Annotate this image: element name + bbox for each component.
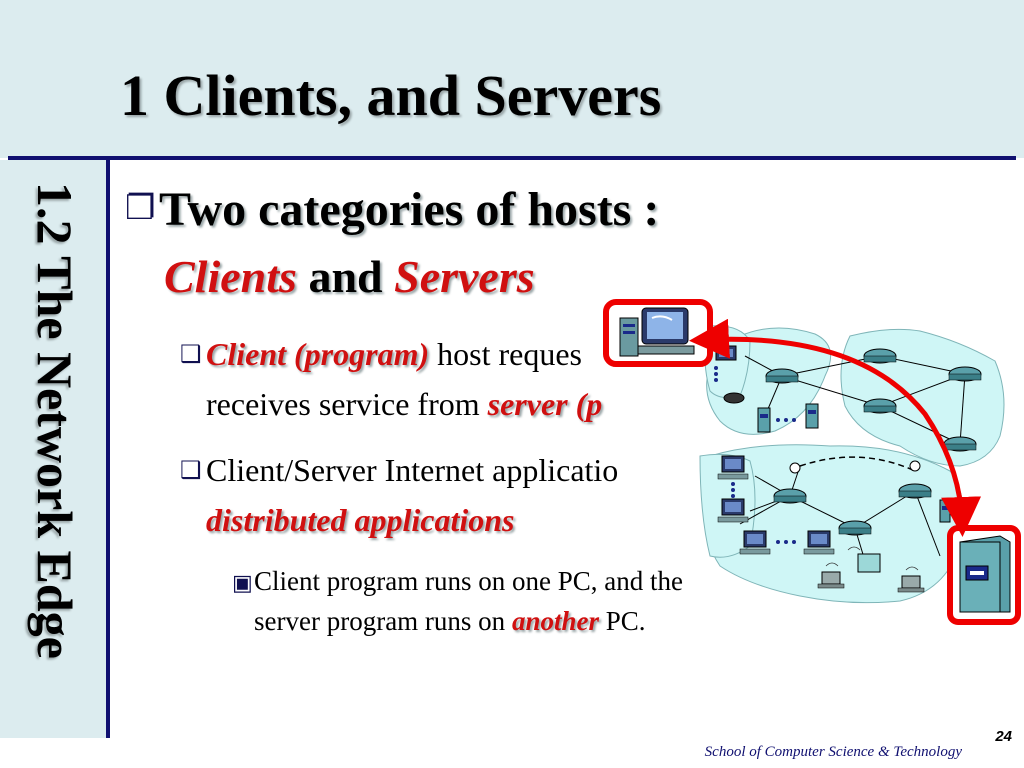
checkbox-bullet-icon: ❑ xyxy=(180,458,202,484)
bullet-sub1-text: host reques xyxy=(437,336,582,372)
laptop-icon xyxy=(897,575,925,593)
square-bullet-icon: ▣ xyxy=(232,570,253,595)
bullet-sub2-line2: distributed applications xyxy=(206,502,514,539)
laptop-icon xyxy=(817,571,845,589)
bullet-sub3-line2: server program runs on another PC. xyxy=(254,606,646,637)
ellipsis-dots xyxy=(776,418,796,422)
client-pc-icon xyxy=(603,299,713,367)
router-icon xyxy=(948,366,982,382)
desktop-computer-icon xyxy=(717,498,749,523)
server-program-term: server (p xyxy=(487,386,603,422)
header-band xyxy=(0,0,1024,158)
slide-title: 1 Clients, and Servers xyxy=(120,63,662,128)
server-tower-icon xyxy=(939,499,951,523)
distributed-applications-term: distributed applications xyxy=(206,502,515,538)
server-tower-icon xyxy=(757,407,771,433)
header-rule xyxy=(8,156,1016,160)
sidebar-rule xyxy=(106,158,110,738)
bullet-sub2: ❑Client/Server Internet applicatio xyxy=(180,452,618,489)
phone-icon xyxy=(723,392,745,404)
router-icon xyxy=(773,488,807,504)
bullet-sub3-line2-text: server program runs on xyxy=(254,606,506,636)
bullet-main-text: Two categories of hosts : xyxy=(159,183,660,236)
server-tower-icon xyxy=(947,525,1021,625)
desktop-computer-icon xyxy=(717,455,749,480)
desktop-computer-icon xyxy=(739,530,771,555)
router-icon xyxy=(943,436,977,452)
desktop-computer-icon xyxy=(803,530,835,555)
bullet-main-line2: Clients and Servers xyxy=(164,250,535,303)
bullet-sub2-text: Client/Server Internet applicatio xyxy=(206,452,619,488)
wireless-signal-icon xyxy=(825,546,919,571)
page-number: 24 xyxy=(995,728,1012,745)
bullet-sub3: ▣Client program runs on one PC, and the xyxy=(232,566,683,597)
router-icon xyxy=(838,520,872,536)
router-icon xyxy=(863,398,897,414)
sidebar-title: 1.2 The Network Edge xyxy=(27,182,83,659)
network-diagram xyxy=(603,299,1021,625)
bullet-main: ❐Two categories of hosts : xyxy=(125,182,659,237)
bullet-sub3-line2-end: PC. xyxy=(605,606,646,636)
clients-term: Clients xyxy=(164,251,297,302)
bullet-sub1-line2: receives service from server (p xyxy=(206,386,602,423)
bullet-sub1-line2-text: receives service from xyxy=(206,386,480,422)
server-tower-icon xyxy=(805,403,819,429)
servers-term: Servers xyxy=(394,251,535,302)
ellipsis-dots xyxy=(714,366,718,382)
router-icon xyxy=(863,348,897,364)
sidebar-band xyxy=(0,160,108,738)
router-icon xyxy=(898,483,932,499)
router-icon xyxy=(765,368,799,384)
checkbox-bullet-icon: ❐ xyxy=(125,190,156,227)
isp-cloud-2 xyxy=(840,328,1005,467)
desktop-computer-icon xyxy=(715,345,737,361)
another-term: another xyxy=(511,606,599,636)
and-word: and xyxy=(308,251,383,302)
bullet-sub3-text: Client program runs on one PC, and the xyxy=(254,566,683,596)
checkbox-bullet-icon: ❑ xyxy=(180,342,202,368)
footer-text: School of Computer Science & Technology xyxy=(704,744,962,760)
access-point-icon xyxy=(857,553,881,573)
client-program-term: Client (program) xyxy=(206,336,430,372)
bullet-sub1: ❑Client (program) host reques xyxy=(180,336,582,373)
double-arrow-icon xyxy=(689,318,982,537)
